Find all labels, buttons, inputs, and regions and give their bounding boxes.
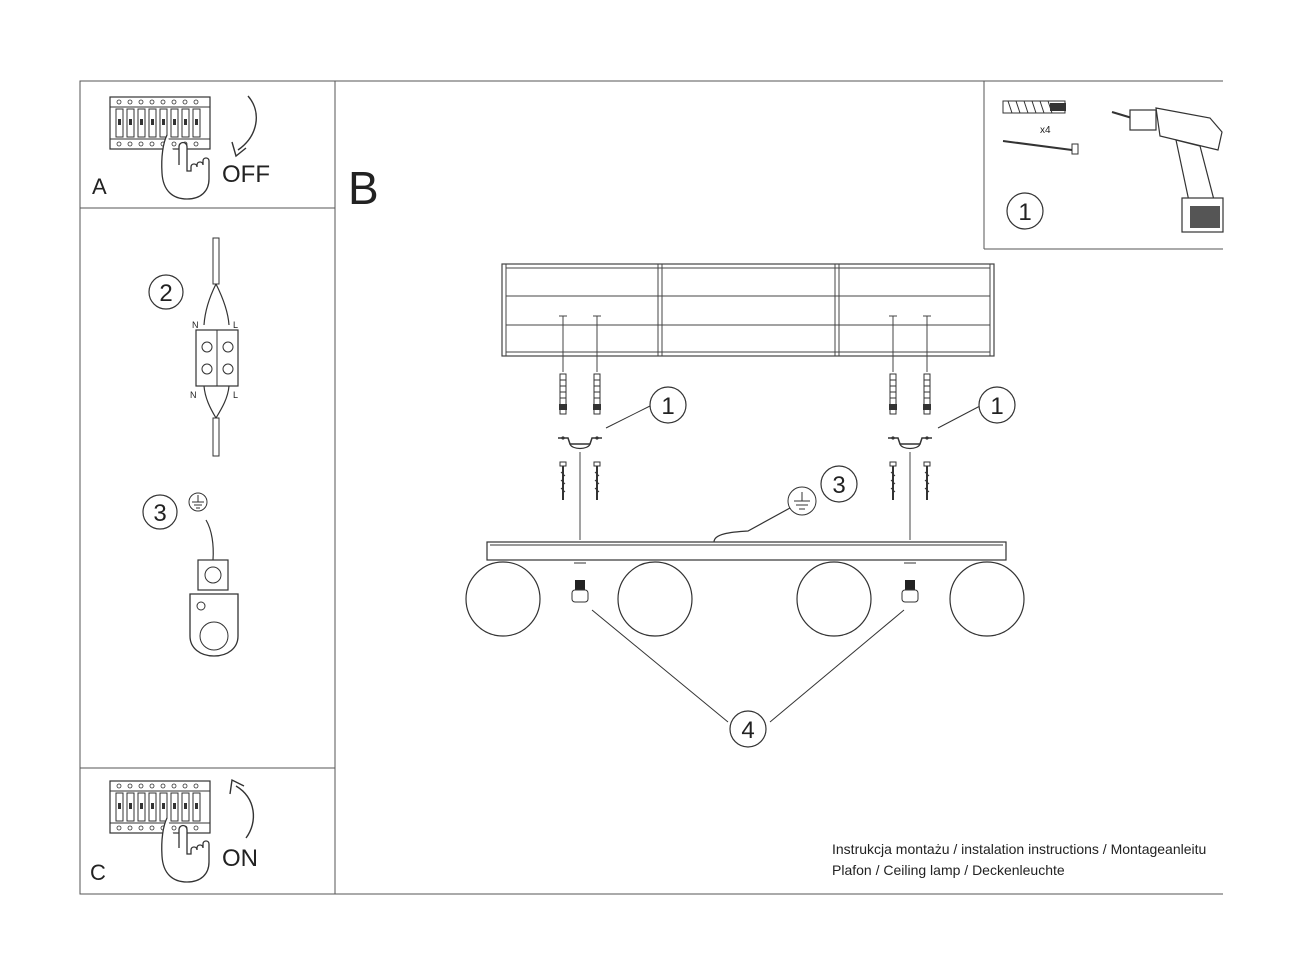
screws-step-number: 4 — [741, 717, 754, 744]
fixing-screw-left — [571, 580, 589, 603]
ceiling-lamp-illustration: 4 — [465, 541, 1025, 748]
live-label-top: L — [233, 320, 238, 330]
anchor-right-step-number: 1 — [990, 393, 1003, 420]
mounting-assembly-right: 1 — [887, 315, 1016, 540]
breaker-panel-icon — [109, 96, 211, 150]
footer-title: Instrukcja montażu / instalation instruc… — [832, 841, 1207, 857]
ceiling-illustration — [501, 263, 995, 357]
step-2-number: 2 — [159, 280, 172, 307]
arrow-down-icon — [237, 95, 257, 151]
live-label-bottom: L — [233, 390, 238, 400]
tools-step-number: 1 — [1018, 199, 1031, 226]
screw-icon — [1002, 140, 1079, 155]
footer-subtitle: Plafon / Ceiling lamp / Deckenleuchte — [832, 862, 1065, 878]
off-label: OFF — [222, 161, 270, 188]
on-label: ON — [222, 845, 258, 872]
neutral-label-top: N — [192, 320, 199, 330]
lamp-earth-connection: 3 — [713, 465, 858, 543]
panel-a: A OFF — [79, 80, 336, 209]
neutral-label-bottom: N — [190, 390, 197, 400]
wall-plug-icon — [1002, 100, 1066, 114]
breaker-panel-icon — [109, 780, 211, 834]
drill-icon — [1111, 107, 1224, 233]
panel-c: C ON — [79, 767, 336, 895]
step-3-number: 3 — [153, 500, 166, 527]
earth-step-number: 3 — [832, 472, 845, 499]
panel-b-letter: B — [348, 162, 379, 214]
fixing-screw-right — [901, 580, 919, 603]
arrow-up-icon — [235, 785, 255, 839]
anchor-left-step-number: 1 — [661, 393, 674, 420]
tools-box: x4 1 — [983, 81, 1224, 250]
earth-terminal-diagram: 3 — [142, 492, 239, 657]
panel-c-letter: C — [90, 860, 106, 885]
wiring-diagram: 2 N L N L — [148, 237, 239, 457]
quantity-label: x4 — [1040, 125, 1051, 136]
mounting-assembly-left: 1 — [557, 315, 687, 540]
panel-a-letter: A — [92, 174, 107, 199]
